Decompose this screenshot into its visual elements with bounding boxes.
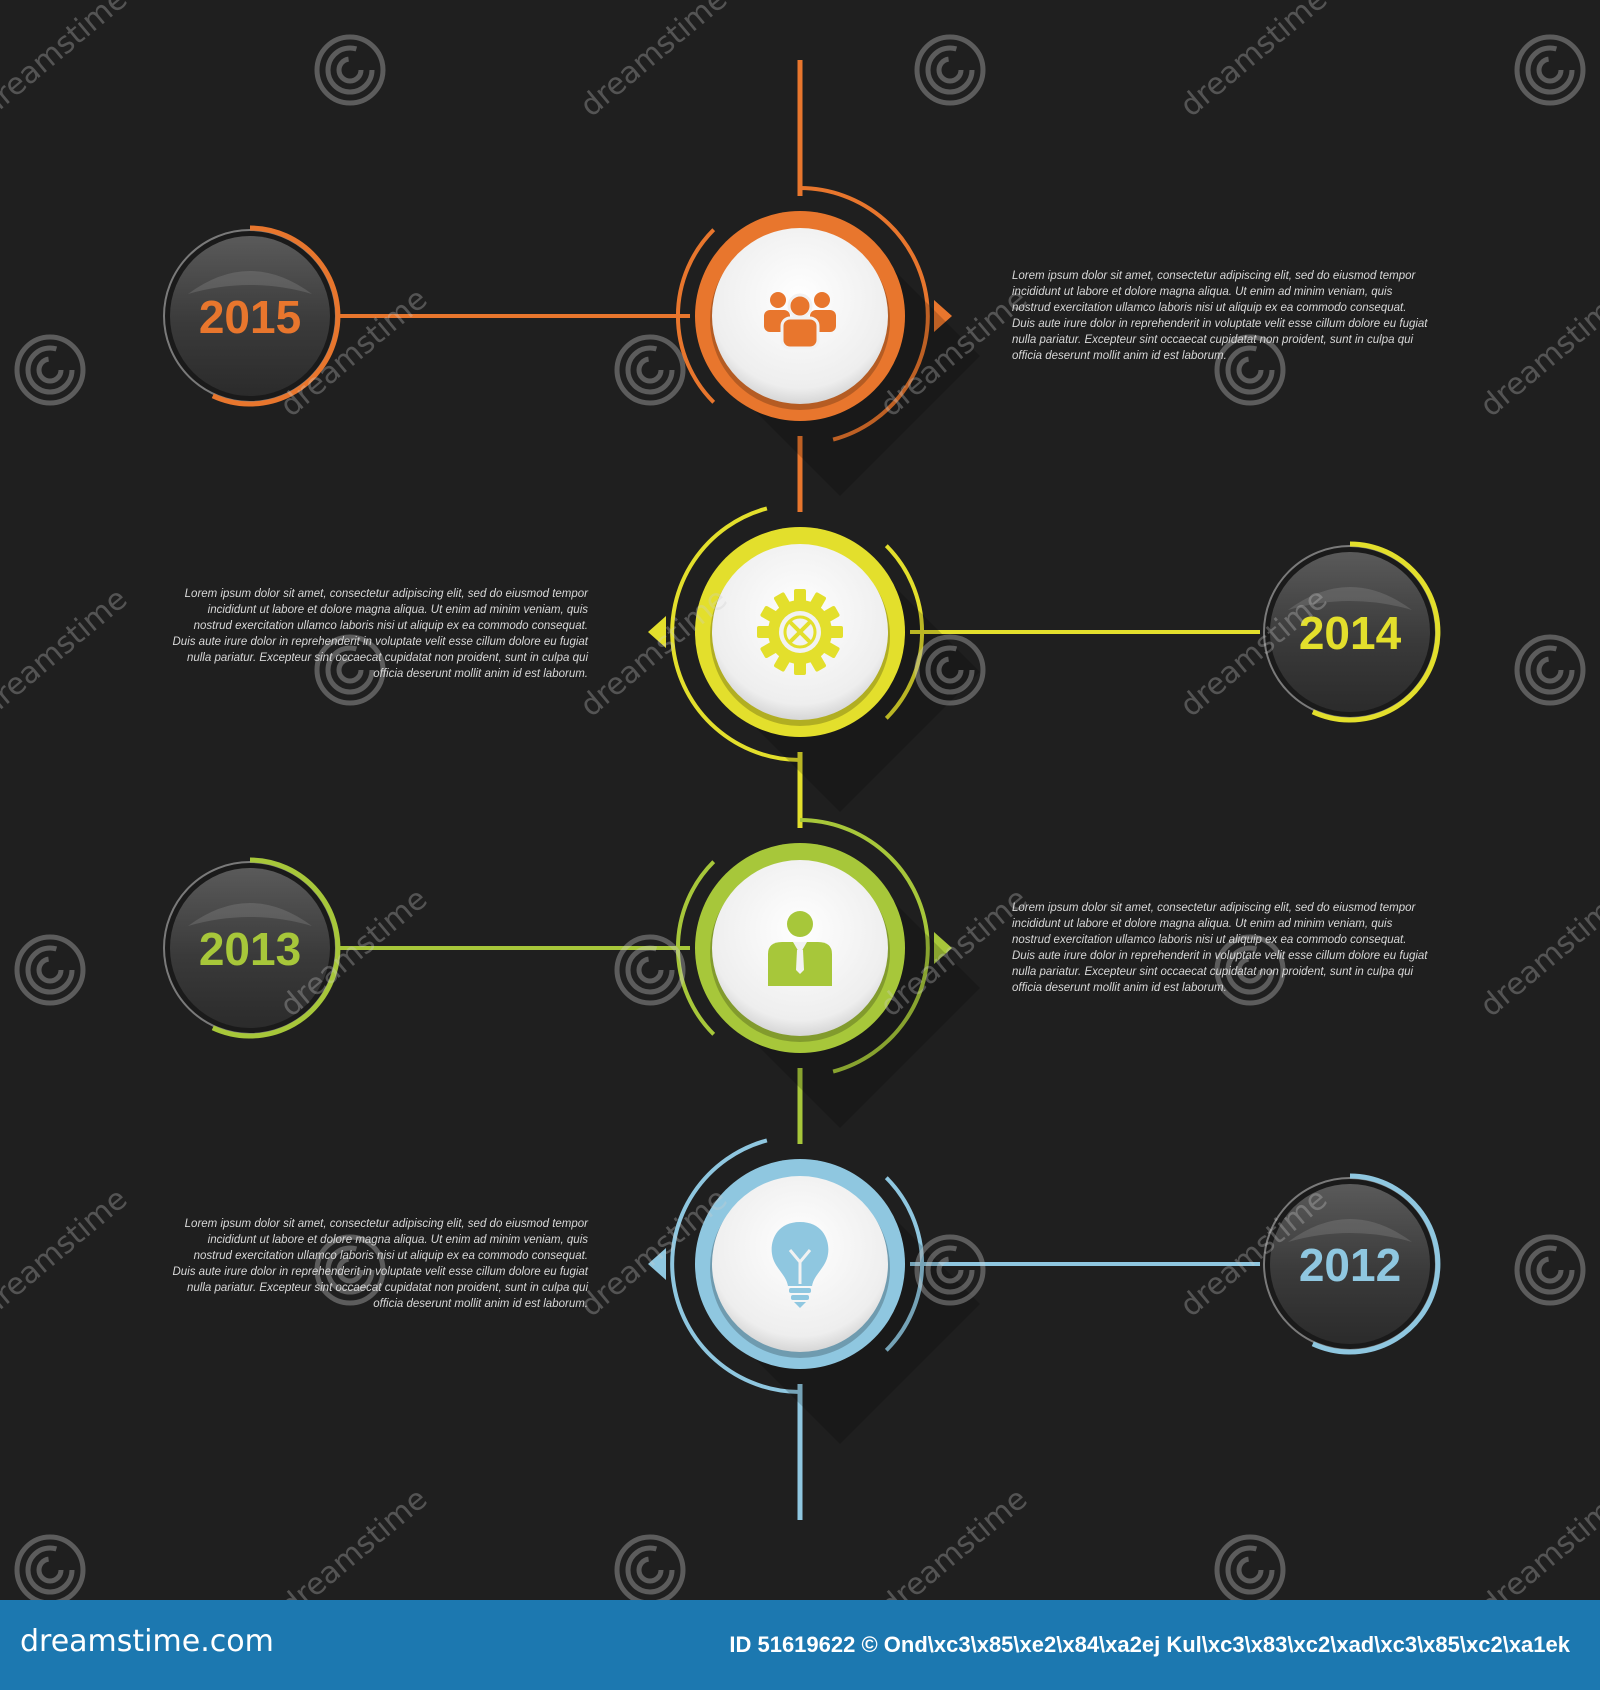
timeline-nodes: 2015 2014 2013 2012 (163, 186, 1441, 1444)
lightbulb-icon (771, 1222, 829, 1308)
description-2015: Lorem ipsum dolor sit amet, consectetur … (1012, 270, 1428, 362)
year-bubble-2012: 2012 (1263, 1173, 1441, 1355)
outer-ring (648, 506, 924, 762)
timeline-node-2013: 2013 (163, 818, 980, 1128)
year-bubble-2015: 2015 (163, 225, 341, 407)
year-label: 2014 (1299, 607, 1402, 659)
timeline-infographic: 2015 2014 2013 2012 dreamstime dreamstime dre… (0, 0, 1600, 1600)
outer-ring (648, 1138, 924, 1394)
year-label: 2012 (1299, 1239, 1401, 1291)
footer-brand[interactable]: dreamstime.com (20, 1624, 274, 1659)
outer-ring (676, 186, 952, 442)
description-2012: Lorem ipsum dolor sit amet, consectetur … (172, 1218, 588, 1310)
watermark-logo-icon (314, 34, 386, 106)
year-bubble-2013: 2013 (163, 857, 341, 1039)
watermark-text: dreamstime (1474, 1481, 1600, 1600)
watermark-logo-icon (914, 34, 986, 106)
year-bubble-2014: 2014 (1263, 541, 1441, 723)
watermark-text: dreamstime (1474, 881, 1600, 1024)
watermark-logo-icon (1214, 934, 1286, 1006)
timeline-node-2014: 2014 (648, 506, 1441, 812)
timeline-node-2015: 2015 (163, 186, 980, 496)
footer-credit: ID 51619622 © Ond\xc3\x85\xe2\x84\xa2ej … (729, 1632, 1570, 1657)
watermark-logo-icon (1214, 334, 1286, 406)
watermark-logo-icon (1514, 634, 1586, 706)
watermark-logo-icon (1214, 1534, 1286, 1600)
watermark-text: dreamstime (574, 0, 735, 124)
watermark-text: dreamstime (1174, 0, 1335, 124)
person-icon (768, 911, 832, 986)
watermark-text: dreamstime (0, 0, 134, 124)
year-label: 2015 (199, 291, 301, 343)
watermark-logo-icon (1514, 34, 1586, 106)
outer-ring (676, 818, 952, 1074)
gear-icon (757, 589, 843, 675)
watermark-logo-icon (614, 1534, 686, 1600)
watermark-logo-icon (614, 934, 686, 1006)
description-2014: Lorem ipsum dolor sit amet, consectetur … (172, 588, 588, 680)
watermark-logo-icon (314, 1234, 386, 1306)
watermark-logo-icon (614, 334, 686, 406)
watermark-logo-icon (914, 634, 986, 706)
watermark-text: dreamstime (0, 581, 134, 724)
watermark-text: dreamstime (1474, 281, 1600, 424)
watermark-logo-icon (1514, 1234, 1586, 1306)
watermark-logo-icon (14, 334, 86, 406)
watermark-logo-icon (14, 1534, 86, 1600)
footer-bar: dreamstime.com ID 51619622 © Ond\xc3\x85… (0, 1600, 1600, 1690)
watermark-logo-icon (914, 1234, 986, 1306)
watermark-text: dreamstime (274, 1481, 435, 1600)
description-2013: Lorem ipsum dolor sit amet, consectetur … (1012, 902, 1428, 994)
watermark-logo-icon (14, 934, 86, 1006)
watermark-logo-icon (314, 634, 386, 706)
timeline-node-2012: 2012 (648, 1138, 1441, 1444)
team-icon (764, 292, 836, 350)
watermark-text: dreamstime (0, 1181, 134, 1324)
watermark-text: dreamstime (874, 1481, 1035, 1600)
year-label: 2013 (199, 923, 301, 975)
